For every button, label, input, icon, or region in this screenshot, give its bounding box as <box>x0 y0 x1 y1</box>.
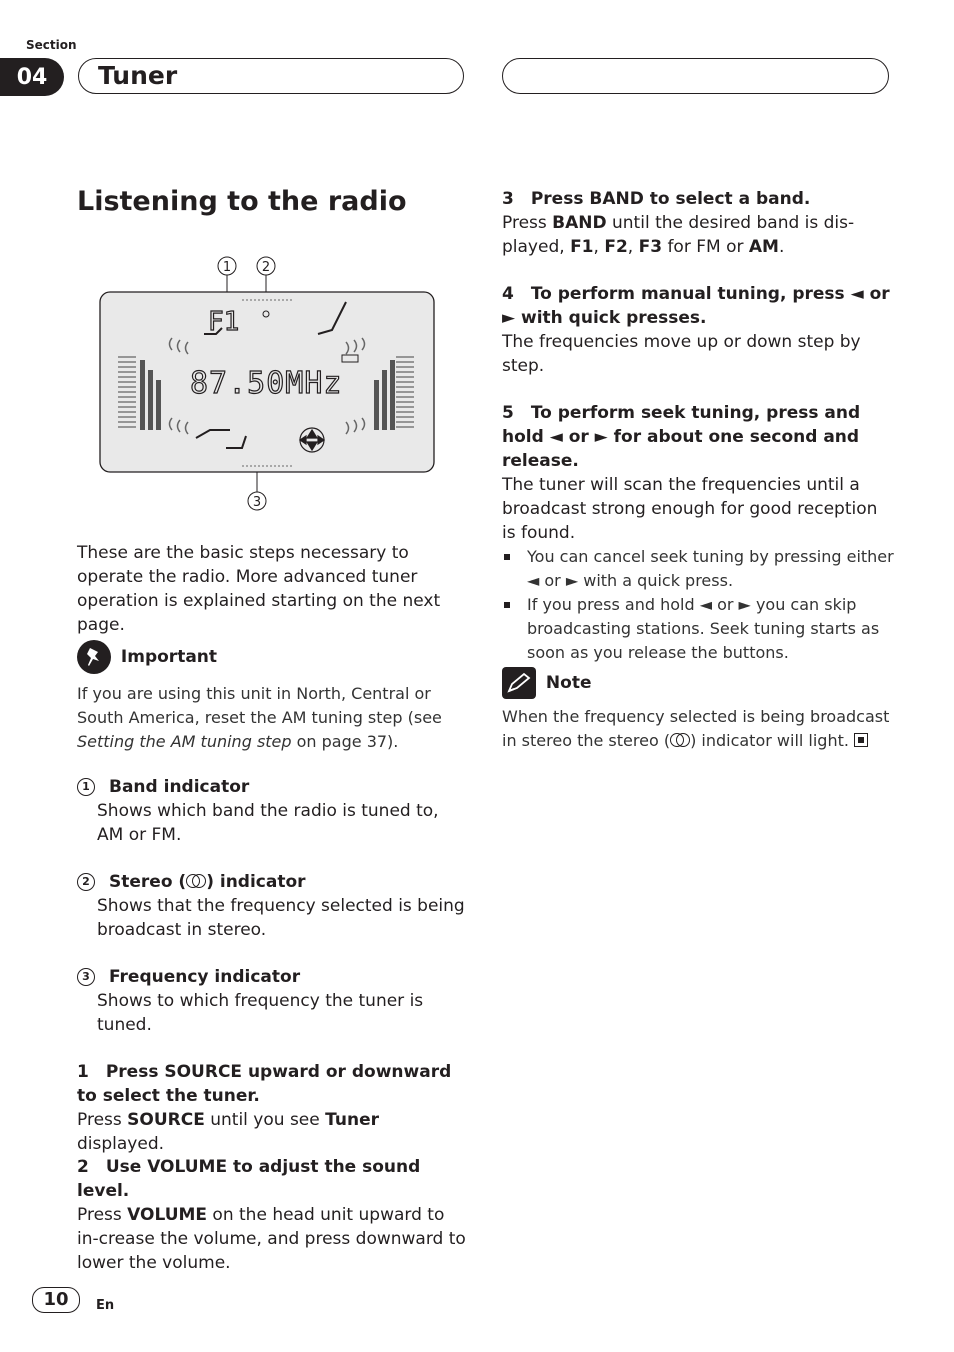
indicator-1: 1 Band indicator Shows which band the rad… <box>77 775 467 847</box>
section-number-tab: 04 <box>0 58 64 96</box>
callout-number: 3 <box>77 968 95 986</box>
note-label: Note <box>545 673 592 693</box>
header-empty-frame <box>502 58 889 94</box>
step-5: 5 To perform seek tuning, press and hold… <box>502 401 894 665</box>
note-text: When the frequency selected is being bro… <box>502 707 890 750</box>
page-title: Listening to the radio <box>77 186 407 217</box>
note-pencil-icon <box>502 667 536 699</box>
indicator-description: Shows that the frequency selected is bei… <box>97 896 465 940</box>
callout-2: 2 <box>262 260 270 275</box>
important-header: Important <box>77 640 467 674</box>
indicator-description: Shows which band the radio is tuned to, … <box>97 801 439 845</box>
indicator-title: Frequency indicator <box>109 967 301 987</box>
indicator-description: Shows to which frequency the tuner is tu… <box>97 991 424 1035</box>
stereo-icon <box>670 733 691 747</box>
stereo-icon <box>186 874 207 888</box>
bullet-item: You can cancel seek tuning by pressing e… <box>502 545 894 593</box>
bullet-item: If you press and hold ◄ or ► you can ski… <box>502 593 894 665</box>
important-pin-icon <box>77 640 111 674</box>
indicator-title: Stereo ( <box>109 872 187 892</box>
step-1: 1 Press SOURCE upward or downward to sel… <box>77 1060 467 1156</box>
section-title-frame <box>78 58 464 94</box>
indicator-title: Band indicator <box>109 777 250 797</box>
step-heading: 3 Press BAND to select a band. <box>502 189 811 209</box>
important-reference: Setting the AM tuning step <box>77 732 292 751</box>
page-number: 10 <box>32 1287 80 1313</box>
end-mark-icon <box>854 733 869 747</box>
step-heading: 5 To perform seek tuning, press and hold… <box>502 403 861 471</box>
radio-display-figure: 1 2 3 <box>96 252 441 517</box>
important-block: Important If you are using this unit in … <box>77 640 467 754</box>
callout-number: 1 <box>77 778 95 796</box>
step-4: 4 To perform manual tuning, press ◄ or ►… <box>502 282 894 378</box>
section-label: Section <box>26 38 77 52</box>
intro-paragraph: These are the basic steps necessary to o… <box>77 541 467 637</box>
section-title: Tuner <box>98 61 178 90</box>
step-2: 2 Use VOLUME to adjust the sound level. … <box>77 1155 467 1275</box>
step-body: Press BAND until the desired band is dis… <box>502 213 855 257</box>
bullet-square-icon <box>504 602 510 608</box>
step-body: Press VOLUME on the head unit upward to … <box>77 1205 466 1273</box>
step-heading: 1 Press SOURCE upward or downward to sel… <box>77 1062 452 1106</box>
step-3: 3 Press BAND to select a band. Press BAN… <box>502 187 894 259</box>
step-heading: 2 Use VOLUME to adjust the sound level. <box>77 1157 421 1201</box>
important-label: Important <box>120 647 218 667</box>
callout-3: 3 <box>253 495 261 510</box>
radio-display-illustration: 1 2 3 <box>99 256 435 511</box>
display-frequency: 87.50MHz <box>190 366 343 401</box>
important-text: If you are using this unit in North, Cen… <box>77 684 442 751</box>
intro-text: These are the basic steps necessary to o… <box>77 543 441 635</box>
indicator-3: 3 Frequency indicator Shows to which freq… <box>77 965 467 1037</box>
step-heading: 4 To perform manual tuning, press ◄ or ►… <box>502 284 890 328</box>
step-body: The frequencies move up or down step by … <box>502 332 861 376</box>
display-band: F1 <box>208 307 239 337</box>
step-body: Press SOURCE until you see Tuner display… <box>77 1110 379 1154</box>
bullet-square-icon <box>504 554 510 560</box>
language-code: En <box>96 1298 115 1313</box>
callout-number: 2 <box>77 873 95 891</box>
note-header: Note <box>502 667 894 699</box>
step-body: The tuner will scan the frequencies unti… <box>502 475 878 543</box>
note-block: Note When the frequency selected is bein… <box>502 667 894 753</box>
callout-1: 1 <box>223 260 231 275</box>
